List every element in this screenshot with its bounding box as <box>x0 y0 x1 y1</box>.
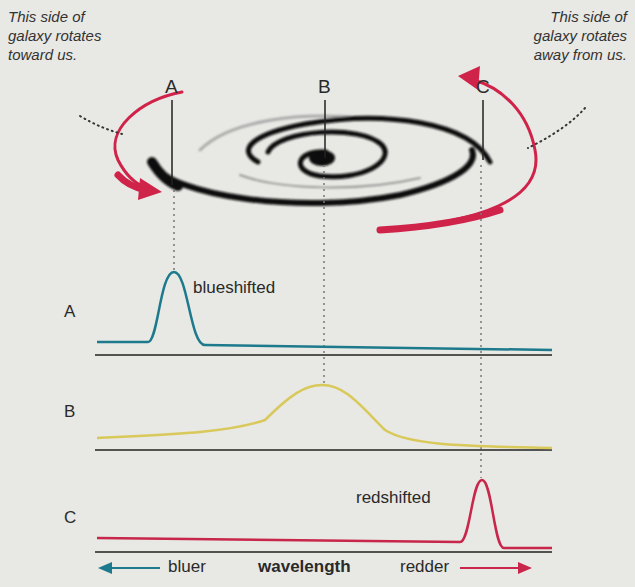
spectra <box>95 272 552 552</box>
spectrum-letter: A <box>64 302 75 322</box>
spectrum-letter: C <box>64 508 76 528</box>
marker-lines <box>172 100 483 185</box>
spectrum-letter: B <box>64 402 75 422</box>
rotation-note: This side of galaxy rotates away from us… <box>507 8 627 64</box>
position-letter: C <box>476 76 490 98</box>
rotation-arrows <box>115 66 536 230</box>
drop-lines <box>174 165 481 478</box>
shift-label: redshifted <box>356 488 431 508</box>
leader-lines <box>80 108 585 148</box>
rotation-note: This side of galaxy rotates toward us. <box>8 8 126 64</box>
position-letter: A <box>165 76 178 98</box>
axis-label: redder <box>400 557 449 577</box>
spiral-galaxy <box>152 116 490 203</box>
position-letter: B <box>318 76 331 98</box>
shift-label: blueshifted <box>193 278 275 298</box>
axis-title: wavelength <box>258 557 351 577</box>
axis-label: bluer <box>168 557 206 577</box>
